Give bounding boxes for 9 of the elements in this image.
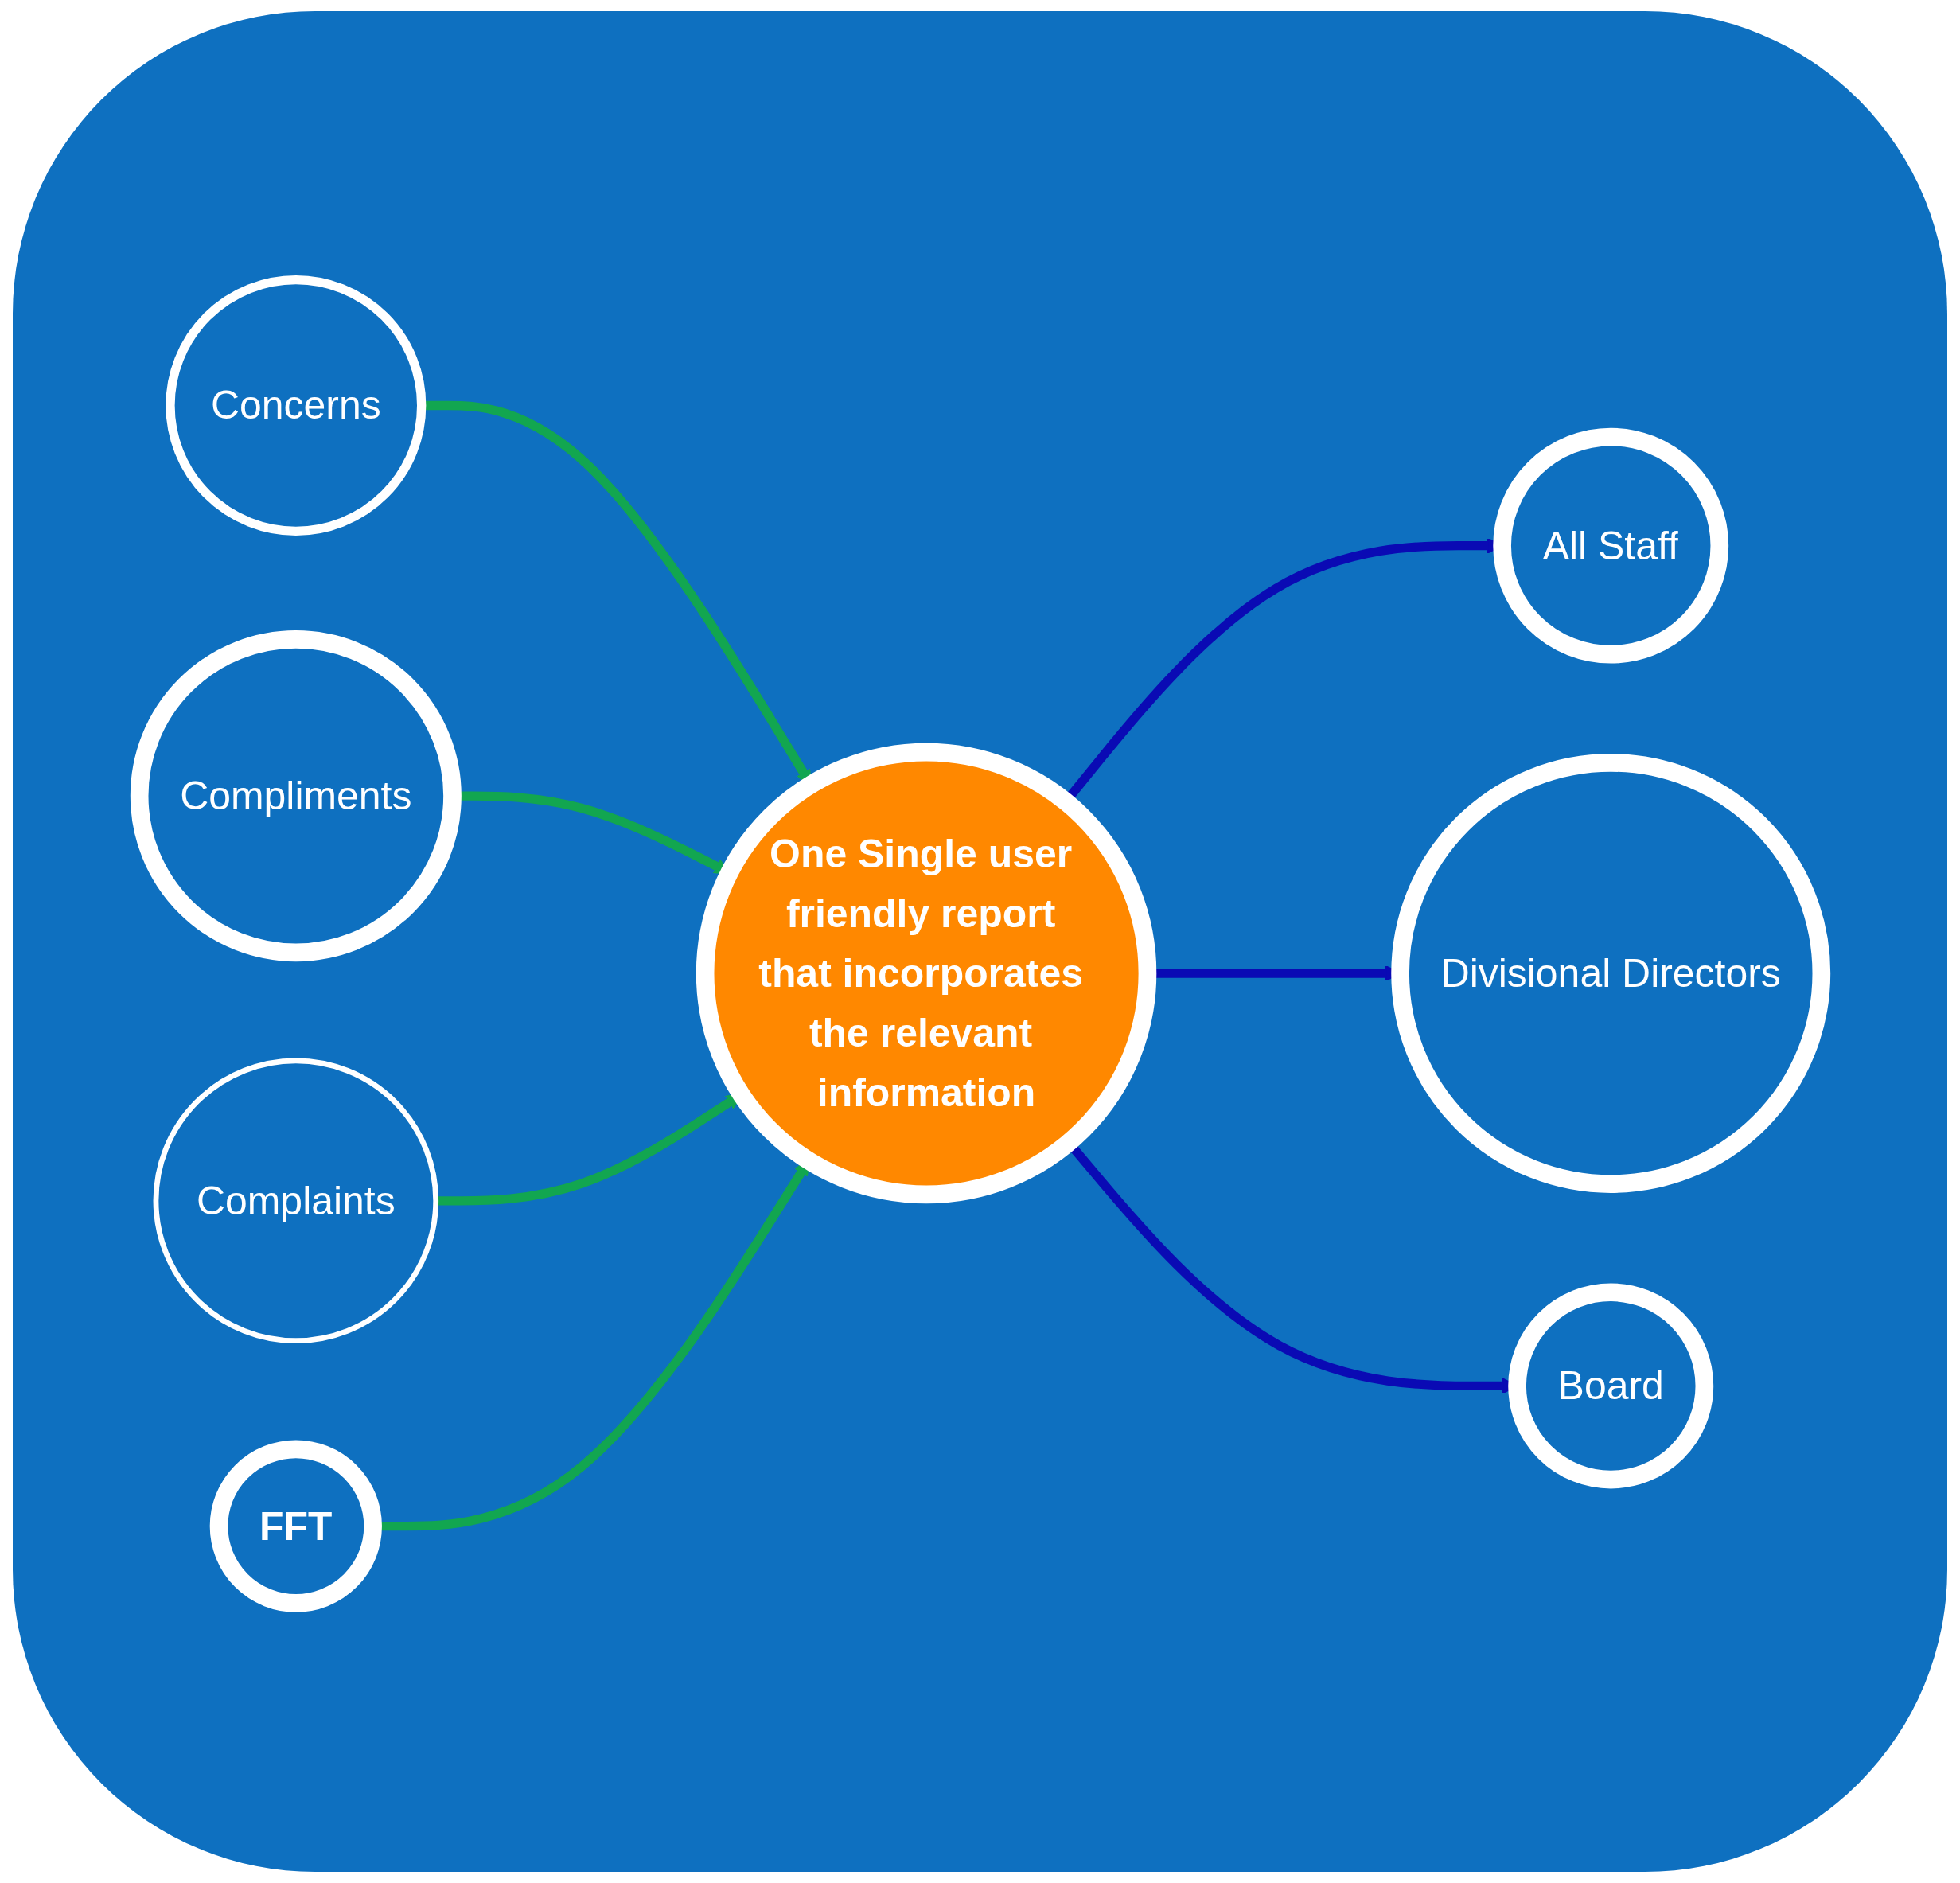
node-circle — [1390, 754, 1830, 1193]
node-circle — [153, 1058, 438, 1344]
node-circle — [165, 275, 426, 536]
node-circle — [1492, 427, 1728, 664]
node-circle — [1507, 1283, 1713, 1489]
node-circle — [696, 743, 1156, 1204]
node-circle — [209, 1440, 382, 1612]
node-circle — [130, 630, 462, 962]
panel-background: Concerns All Staff Compliments One Single user friendly report that incorporates the relevant information Divisional Directors Complaints Board FFT — [13, 11, 1947, 1872]
